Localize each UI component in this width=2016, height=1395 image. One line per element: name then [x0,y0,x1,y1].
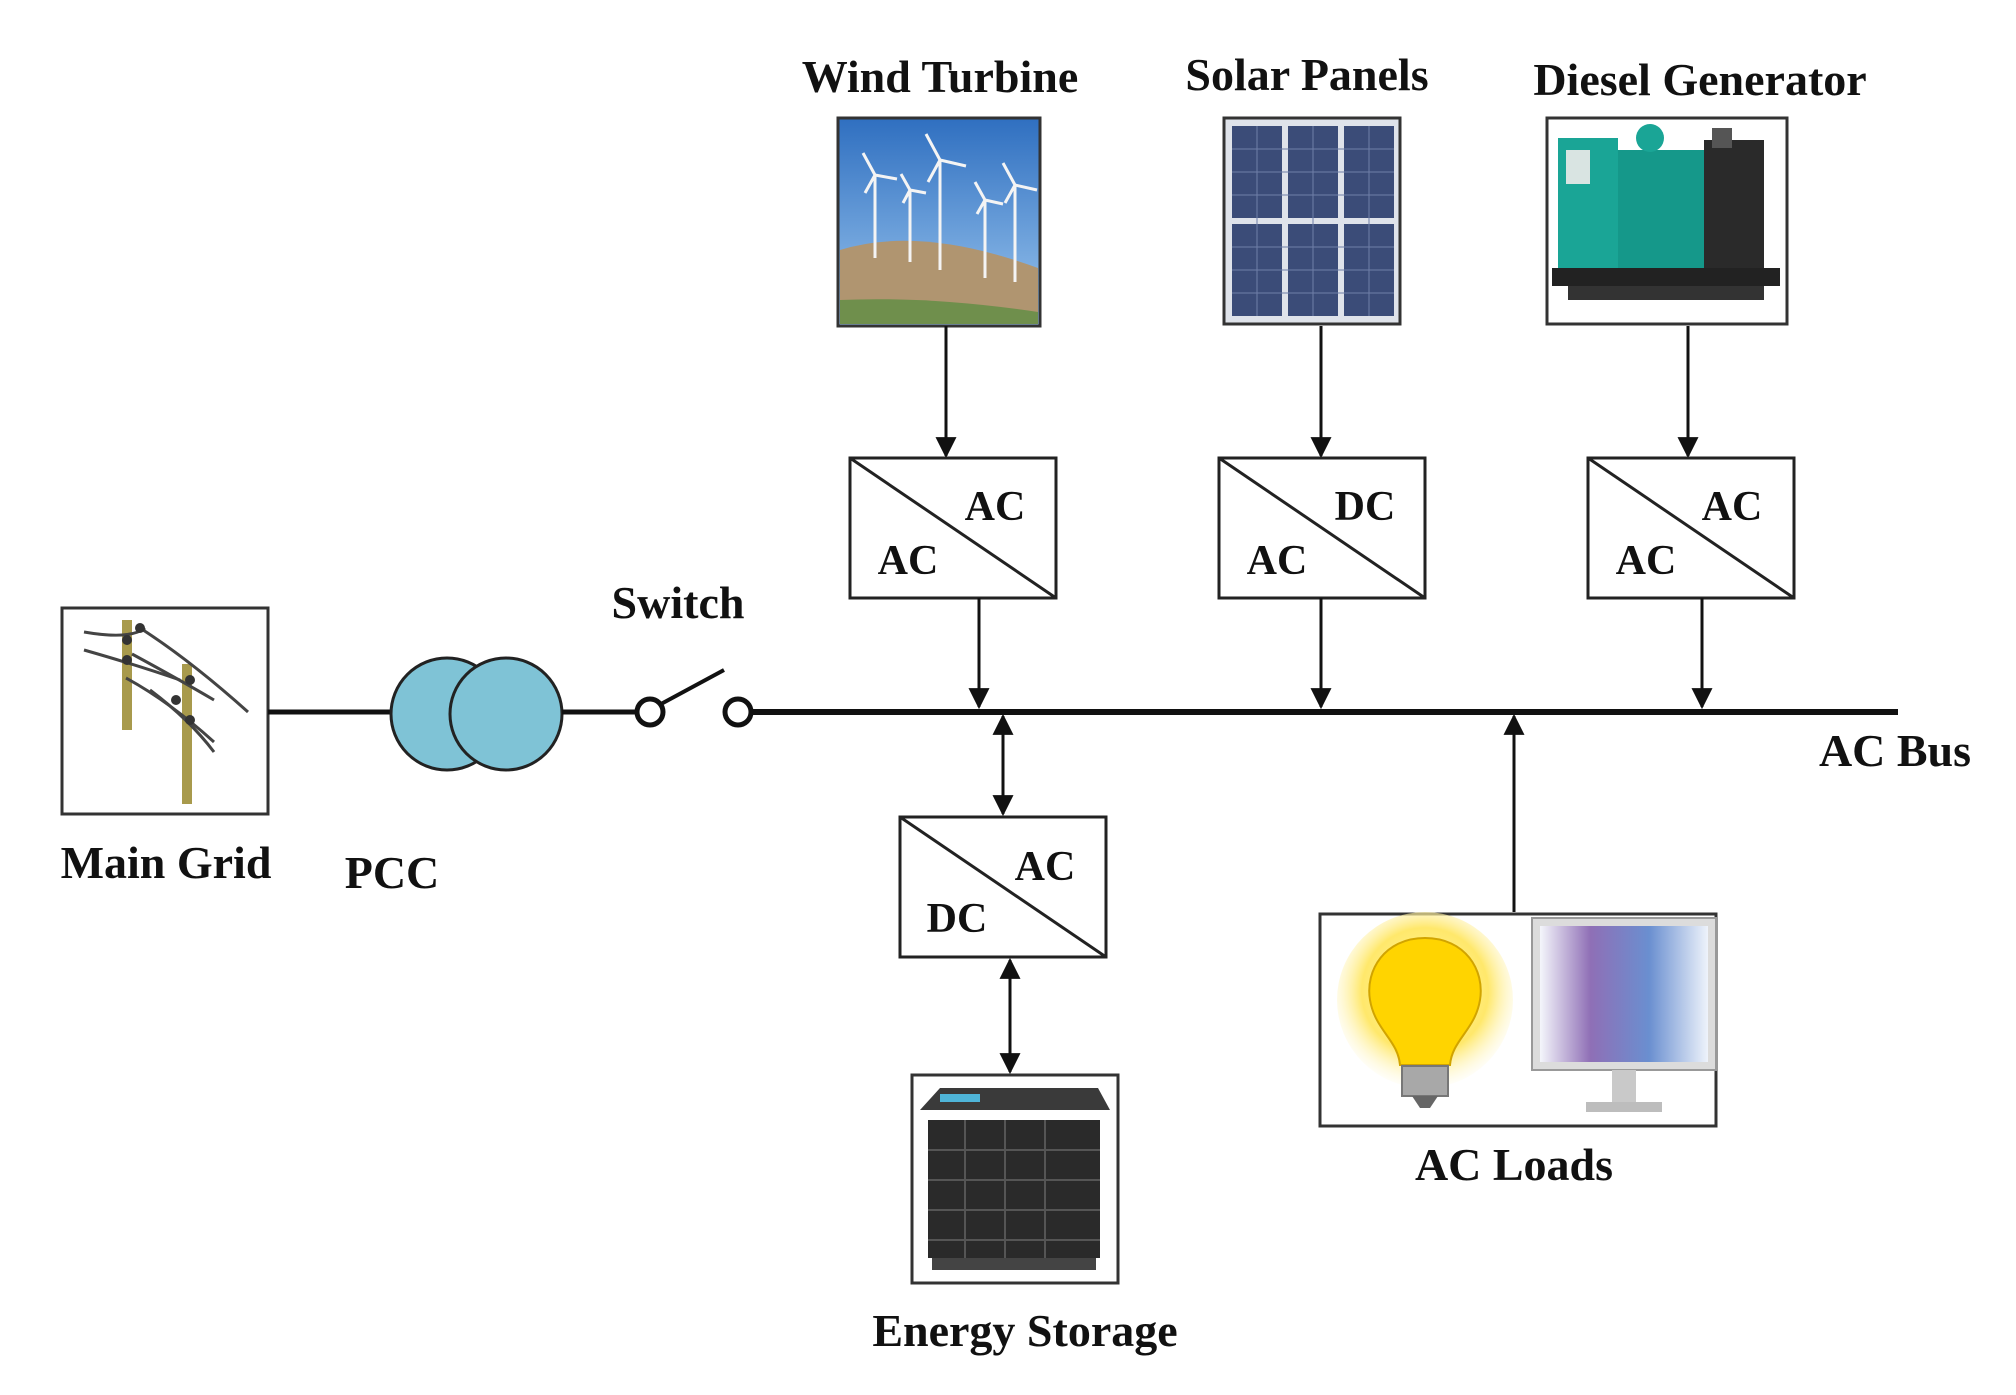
wind-converter-output-label: AC [965,484,1026,530]
power-lines-icon [60,606,270,816]
transformer-icon [389,656,564,772]
solar-panel-photo-icon [1222,116,1402,326]
ac-bus-label: AC Bus [1819,725,1971,776]
solar-converter-output-label: AC [1247,538,1308,584]
wind-converter-input-label: AC [878,538,939,584]
battery-icon [910,1073,1120,1285]
wind-turbine-photo-icon [836,116,1042,328]
ac-loads-label: AC Loads [1415,1139,1613,1190]
pcc-label: PCC [345,847,440,898]
wind-turbine-label: Wind Turbine [802,51,1079,102]
solar-panels-label: Solar Panels [1185,49,1428,100]
diesel-generator-label: Diesel Generator [1533,54,1866,105]
storage-converter-input-label: DC [927,896,988,942]
diesel-converter-box: AC AC [1586,456,1796,600]
diesel-converter-output-label: AC [1702,484,1763,530]
energy-storage-label: Energy Storage [872,1305,1177,1356]
light-bulb-and-monitor-icon [1318,912,1718,1128]
storage-converter-output-label: AC [1015,844,1076,890]
diesel-converter-input-label: AC [1616,538,1677,584]
diesel-generator-photo-icon [1545,116,1789,326]
storage-converter-box: AC DC [898,815,1108,959]
wind-converter-box: AC AC [848,456,1058,600]
main-grid-label: Main Grid [61,837,272,888]
solar-converter-input-label: DC [1335,484,1396,530]
switch-label: Switch [612,577,745,628]
switch-icon [634,668,754,728]
solar-converter-box: DC AC [1217,456,1427,600]
